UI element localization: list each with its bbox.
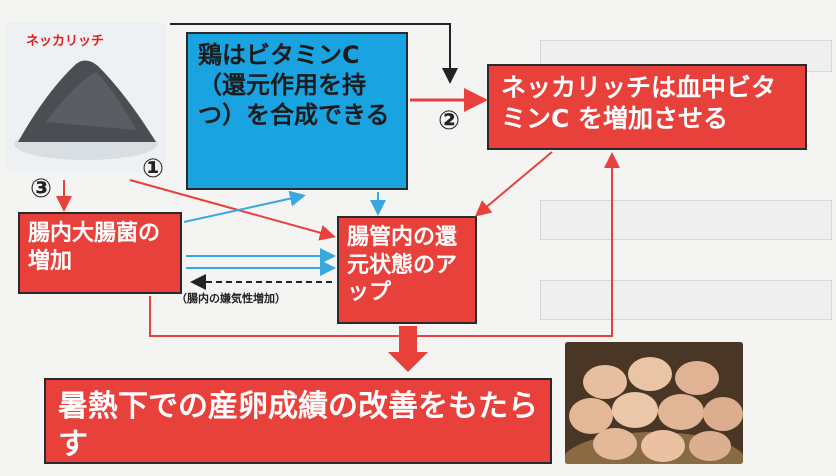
black-arrow-top [170,23,458,84]
blood-vitamin-c-text: ネッカリッチは血中ビタミンC を増加させる [501,73,777,134]
red-arrow-blood-to-reduction [474,151,553,217]
big-arrow-shaft [399,326,417,354]
powder-pile-illustration [14,60,158,160]
product-label: ネッカリッチ [26,34,105,49]
background-ghost-box [540,280,832,320]
result-box: 暑熱下での産卵成績の改善をもたらす [44,378,552,464]
vitamin-c-text: 鶏はビタミンC（還元作用を持つ）を合成できる [198,41,390,129]
marker-1: ① [142,154,165,184]
powder-highlight-shape [46,72,136,130]
blood-vitamin-c-box: ネッカリッチは血中ビタミンC を増加させる [487,64,807,150]
vitamin-c-box: 鶏はビタミンC（還元作用を持つ）を合成できる [186,32,408,190]
result-text: 暑熱下での産卵成績の改善をもたらす [58,389,538,462]
blue-arrow-gut-to-vitamin [183,190,306,223]
gut-bacteria-box: 腸内大腸菌の増加 [18,212,182,294]
big-arrow-head [388,352,428,372]
anaerobic-note: （腸内の嫌気性増加） [176,292,286,305]
reduction-state-text: 腸管内の還元状態のアップ [347,225,458,305]
product-image [6,22,166,172]
background-ghost-box [540,200,832,240]
eggs-illustration [565,342,743,464]
marker-2: ② [438,106,461,136]
red-arrow-gut-loop [149,152,620,337]
marker-3: ③ [30,174,53,204]
gut-bacteria-text: 腸内大腸菌の増加 [28,221,161,274]
reduction-state-box: 腸管内の還元状態のアップ [337,216,477,324]
eggs-image [565,342,743,464]
red-arrow-product-to-reduction [129,179,336,241]
